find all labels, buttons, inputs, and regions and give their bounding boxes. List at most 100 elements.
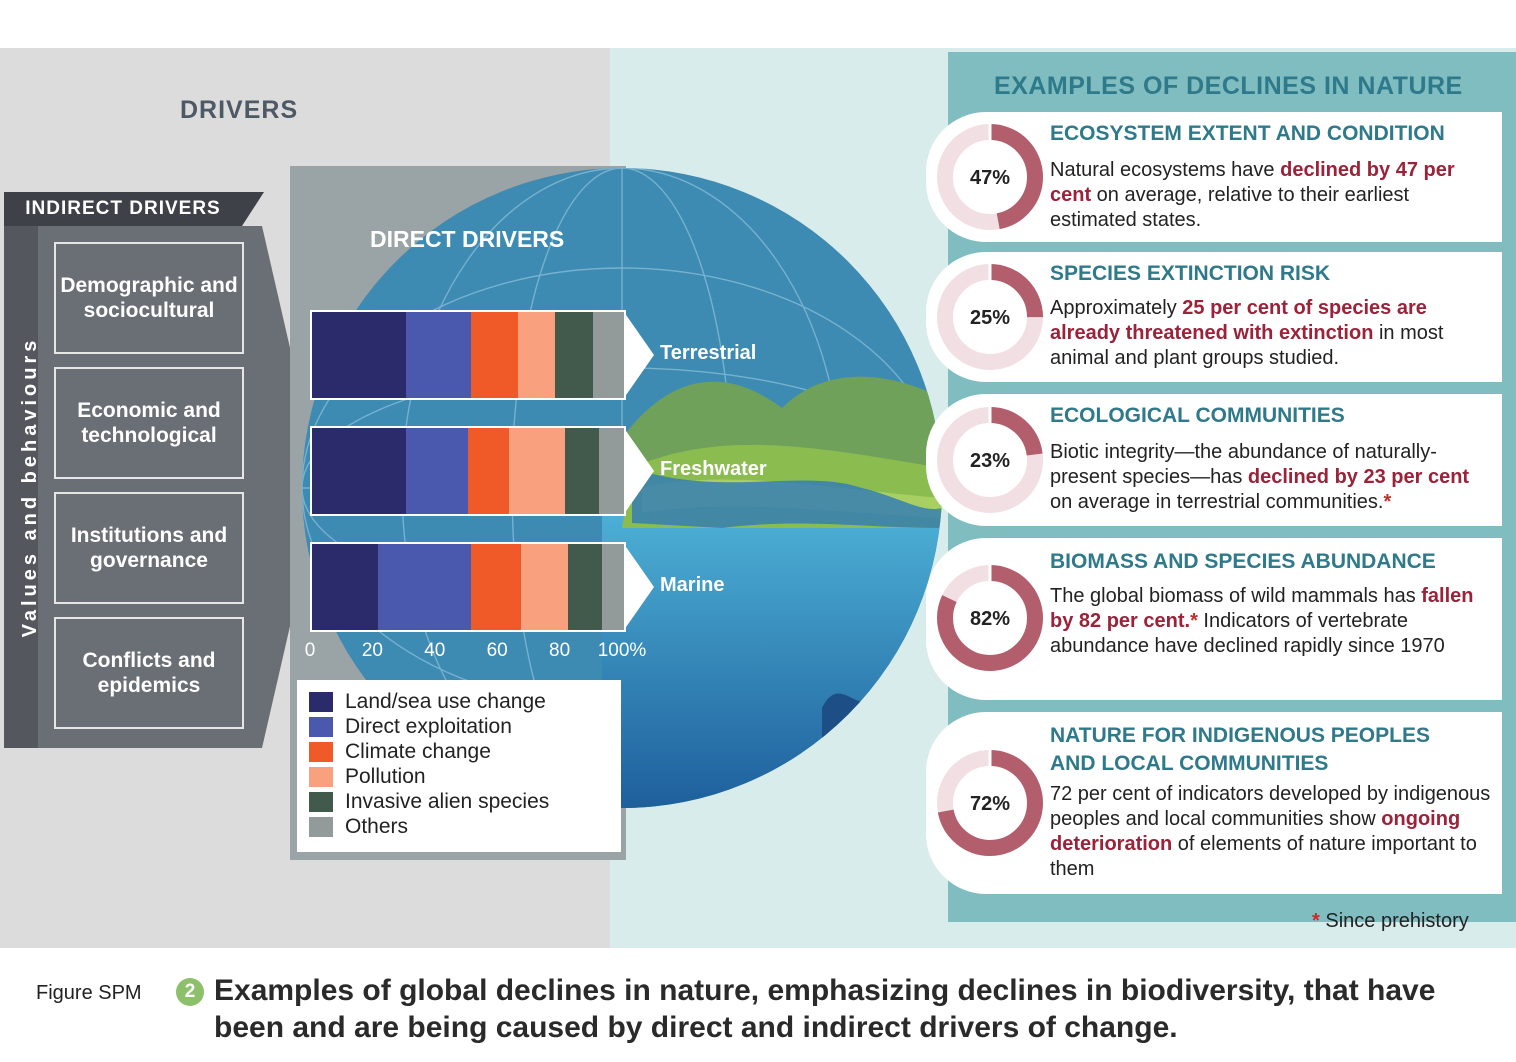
bar-segment xyxy=(312,428,406,514)
indirect-driver-label: Institutions and governance xyxy=(70,524,228,572)
donut-percent-label: 72% xyxy=(970,793,1010,815)
bar-segment xyxy=(312,312,406,398)
example-card: 72% NATURE FOR INDIGENOUS PEOPLES AND LO… xyxy=(926,712,1502,894)
footnote-star: * xyxy=(1383,491,1392,513)
examples-title: EXAMPLES OF DECLINES IN NATURE xyxy=(994,72,1463,100)
example-title: SPECIES EXTINCTION RISK xyxy=(1050,262,1331,285)
indirect-driver-label: Economic and technological xyxy=(77,399,221,447)
legend-label: Climate change xyxy=(345,740,491,763)
body-text: in most animal and plant groups studied. xyxy=(1050,322,1444,369)
category-label-freshwater: Freshwater xyxy=(660,458,767,480)
bar-segment xyxy=(555,312,593,398)
legend-item: Others xyxy=(309,815,408,839)
body-text: Approximately xyxy=(1050,297,1183,319)
body-text: Biotic integrity—the abundance of natura… xyxy=(1050,441,1437,488)
legend-item: Land/sea use change xyxy=(309,690,546,714)
donut-percent-label: 47% xyxy=(970,167,1010,189)
body-text: on average, relative to their earliest e… xyxy=(1050,184,1410,231)
x-tick-label: 100% xyxy=(597,640,647,661)
x-tick-label: 0 xyxy=(304,640,316,661)
highlight-text: declined by 47 per cent xyxy=(1050,159,1455,206)
indirect-driver-box: Conflicts and epidemics xyxy=(54,617,244,729)
donut-chart: 72% xyxy=(937,745,1043,856)
bar-arrow xyxy=(624,544,654,630)
body-text: Natural ecosystems have xyxy=(1050,159,1281,181)
legend-swatch xyxy=(309,767,333,787)
bar-segment xyxy=(602,544,624,630)
donut-percent-label: 25% xyxy=(970,307,1010,329)
bar-segment xyxy=(471,544,522,630)
x-axis: 0 20 40 60 80 100% xyxy=(300,640,660,664)
bar-segment xyxy=(377,544,472,630)
example-text: Approximately 25 per cent of species are… xyxy=(1050,296,1494,371)
bar-segment xyxy=(567,544,603,630)
indirect-drivers-title: INDIRECT DRIVERS xyxy=(4,192,242,226)
figure-number-badge: 2 xyxy=(176,978,204,1006)
donut-percent-label: 82% xyxy=(970,608,1010,630)
example-text: Biotic integrity—the abundance of natura… xyxy=(1050,440,1494,515)
legend-swatch xyxy=(309,717,333,737)
bar-segment xyxy=(405,312,472,398)
direct-drivers-title: DIRECT DRIVERS xyxy=(370,226,565,252)
category-label-terrestrial: Terrestrial xyxy=(660,342,757,364)
highlight-text: fallen by 82 per cent. xyxy=(1050,585,1474,632)
footnote-star: * xyxy=(1190,610,1198,632)
indirect-driver-box: Demographic and sociocultural xyxy=(54,242,244,354)
example-card: 23% ECOLOGICAL COMMUNITIES Biotic integr… xyxy=(926,394,1502,526)
highlight-text: declined by 23 per cent xyxy=(1247,466,1470,488)
bar-row-terrestrial xyxy=(310,310,626,400)
x-tick-label: 20 xyxy=(361,640,383,661)
legend-item: Pollution xyxy=(309,765,426,789)
donut-chart: 23% xyxy=(937,402,1043,513)
legend-label: Others xyxy=(345,815,409,838)
example-title: NATURE FOR INDIGENOUS PEOPLES AND LOCAL … xyxy=(1050,724,1430,775)
caption-bar xyxy=(0,960,1516,1062)
body-text: The global biomass of wild mammals has xyxy=(1050,585,1422,607)
bar-segment xyxy=(599,428,624,514)
footnote-star: * xyxy=(1312,910,1320,932)
bar-segment xyxy=(405,428,468,514)
example-card: 47% ECOSYSTEM EXTENT AND CONDITION Natur… xyxy=(926,112,1502,242)
donut-chart: 82% xyxy=(937,560,1043,671)
bar-segment xyxy=(508,428,565,514)
bar-row-freshwater xyxy=(310,426,626,516)
values-and-behaviours-label: Values and behaviours xyxy=(19,336,41,638)
legend-swatch xyxy=(309,692,333,712)
legend-label: Direct exploitation xyxy=(345,715,512,738)
figure-label: Figure SPM xyxy=(36,982,142,1004)
body-text: on average in terrestrial communities. xyxy=(1050,491,1384,513)
bar-segment xyxy=(467,428,509,514)
legend-swatch xyxy=(309,792,333,812)
legend-item: Climate change xyxy=(309,740,491,764)
highlight-text: ongoing deterioration xyxy=(1050,808,1461,855)
bar-segment xyxy=(592,312,624,398)
bar-segment xyxy=(564,428,599,514)
legend-item: Invasive alien species xyxy=(309,790,549,814)
legend-swatch xyxy=(309,817,333,837)
bar-row-marine xyxy=(310,542,626,632)
example-title: ECOLOGICAL COMMUNITIES xyxy=(1050,404,1345,427)
bar-segment xyxy=(517,312,556,398)
indirect-driver-box: Economic and technological xyxy=(54,367,244,479)
example-card: 82% BIOMASS AND SPECIES ABUNDANCE The gl… xyxy=(926,538,1502,700)
donut-chart: 47% xyxy=(937,119,1043,230)
x-tick-label: 60 xyxy=(486,640,508,661)
figure-title: Examples of global declines in nature, e… xyxy=(214,974,1436,1044)
x-tick-label: 40 xyxy=(424,640,446,661)
body-text: 72 per cent of indicators developed by i… xyxy=(1050,783,1491,830)
legend: Land/sea use change Direct exploitation … xyxy=(297,680,621,852)
donut-chart: 25% xyxy=(937,259,1043,370)
example-text: Natural ecosystems have declined by 47 p… xyxy=(1050,158,1494,233)
indirect-driver-box: Institutions and governance xyxy=(54,492,244,604)
footnote: * Since prehistory xyxy=(1312,910,1469,933)
legend-swatch xyxy=(309,742,333,762)
legend-label: Pollution xyxy=(345,765,426,788)
indirect-drivers-tab-notch xyxy=(242,192,264,226)
example-title: BIOMASS AND SPECIES ABUNDANCE xyxy=(1050,550,1436,573)
indirect-driver-label: Conflicts and epidemics xyxy=(82,649,216,697)
example-text: The global biomass of wild mammals has f… xyxy=(1050,584,1494,659)
x-tick-label: 80 xyxy=(549,640,571,661)
drivers-title: DRIVERS xyxy=(180,96,299,124)
example-card: 25% SPECIES EXTINCTION RISK Approximatel… xyxy=(926,252,1502,382)
bar-segment xyxy=(471,312,518,398)
